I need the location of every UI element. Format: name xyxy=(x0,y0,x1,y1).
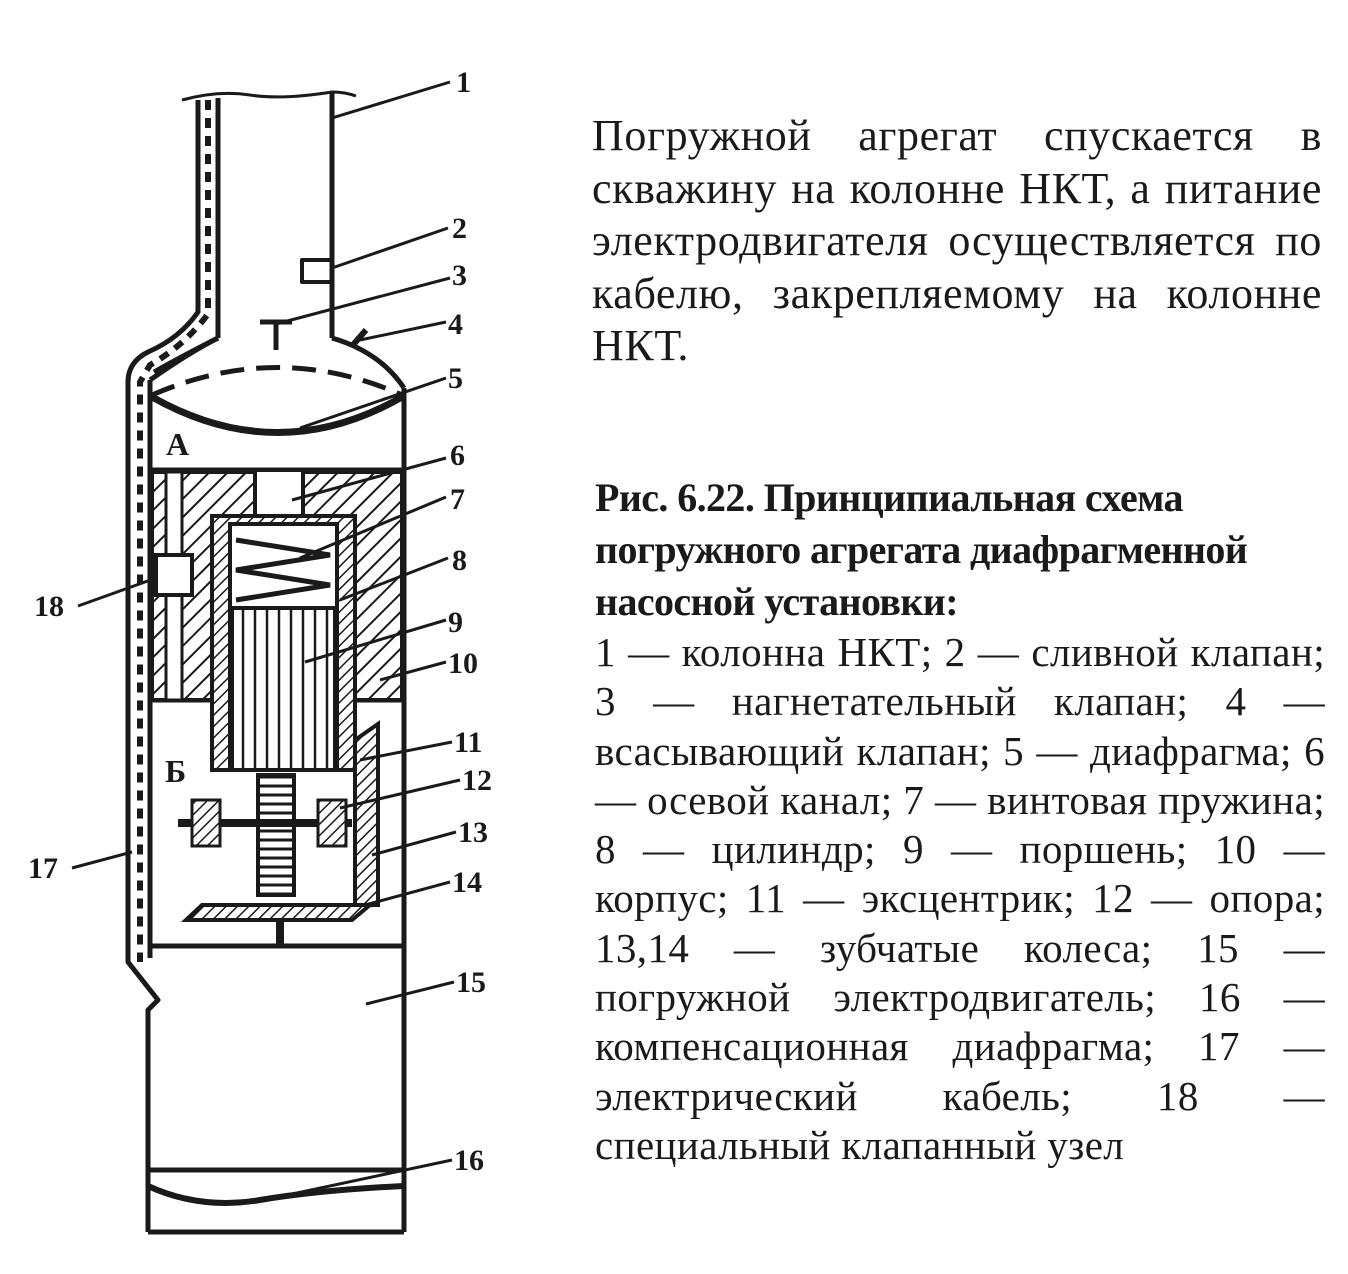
callout-17: 17 xyxy=(28,852,58,885)
callout-11: 11 xyxy=(454,726,482,759)
cable-line xyxy=(125,100,201,1232)
figure-title: Рис. 6.22. Принципиальная схема погружно… xyxy=(595,475,1248,624)
callout-18: 18 xyxy=(34,590,64,623)
support-left xyxy=(190,798,222,848)
compensation-diaphragm xyxy=(146,1183,405,1206)
bevel-gear xyxy=(180,903,376,922)
piston xyxy=(230,606,337,772)
callout-15: 15 xyxy=(456,966,486,999)
tubing-nkt xyxy=(215,92,335,338)
valve-assembly xyxy=(154,553,194,597)
drain-valve xyxy=(300,258,334,284)
suction-valve xyxy=(349,328,369,348)
intro-paragraph: Погружной агрегат спускается в скважину … xyxy=(592,111,1322,370)
callout-9: 9 xyxy=(448,606,463,639)
chamber-a-label: А xyxy=(166,426,189,462)
figure-legend: 1 — колонна НКТ; 2 — сливной клапан; 3 —… xyxy=(595,629,1325,1168)
gear-shaft xyxy=(256,773,296,897)
callout-8: 8 xyxy=(452,544,467,577)
callout-1: 1 xyxy=(456,66,471,99)
diaphragm xyxy=(150,393,404,436)
callout-3: 3 xyxy=(452,259,467,292)
callout-14: 14 xyxy=(452,866,482,899)
cable-armor xyxy=(137,100,211,962)
figure-caption: Рис. 6.22. Принципиальная схема погружно… xyxy=(595,472,1325,1170)
callout-2: 2 xyxy=(452,212,467,245)
coil-spring xyxy=(235,537,331,603)
chamber-b-label: Б xyxy=(165,753,186,789)
callout-5: 5 xyxy=(448,362,463,395)
support-right xyxy=(316,798,348,848)
callout-12: 12 xyxy=(462,764,492,797)
pump-unit-diagram: А Б 1 2 3 4 5 6 7 8 9 10 11 12 13 1 xyxy=(28,66,492,1235)
discharge-valve xyxy=(260,319,292,350)
callout-7: 7 xyxy=(450,483,465,516)
callout-4: 4 xyxy=(448,308,463,341)
callout-6: 6 xyxy=(450,439,465,472)
callout-13: 13 xyxy=(458,816,488,849)
callout-16: 16 xyxy=(454,1144,484,1177)
callout-10: 10 xyxy=(448,647,478,680)
